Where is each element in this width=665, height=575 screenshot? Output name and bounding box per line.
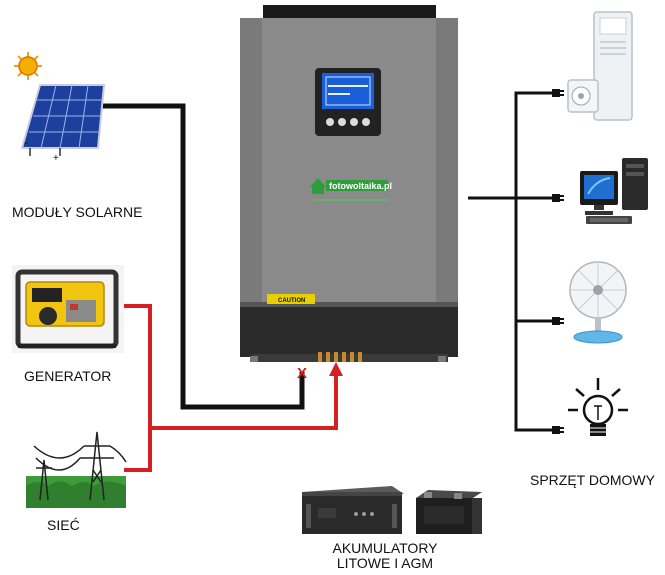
dc-wire-solar	[96, 103, 305, 410]
brand-logo: fotowoltaika.pl	[310, 178, 392, 201]
solar-panel-icon: - +	[20, 84, 106, 164]
ac-output-wiring	[468, 91, 556, 432]
battery-box-icon	[416, 490, 482, 534]
label-solar-modules: MODUŁY SOLARNE	[12, 204, 143, 220]
label-batteries-line2: LITOWE I AGM	[336, 555, 434, 571]
svg-text:fotowoltaika.pl: fotowoltaika.pl	[329, 181, 392, 191]
caution-label: CAUTION	[267, 294, 315, 304]
label-home-appliances: SPRZĘT DOMOWY	[530, 472, 655, 488]
label-batteries: AKUMULATORY LITOWE I AGM	[318, 541, 452, 571]
plug-icon	[552, 89, 564, 434]
computer-icon	[580, 158, 648, 224]
power-tower-icon	[26, 431, 127, 508]
battery-rack-icon	[302, 486, 404, 534]
label-grid: SIEĆ	[47, 517, 80, 533]
fan-icon	[569, 261, 627, 344]
svg-text:X: X	[297, 365, 307, 382]
ac-arrow-head	[329, 362, 343, 376]
generator-icon	[12, 265, 124, 353]
inverter-icon: fotowoltaika.pl CAUTION	[240, 5, 458, 362]
svg-text:-: -	[24, 135, 28, 149]
label-generator: GENERATOR	[24, 368, 112, 384]
label-batteries-line1: AKUMULATORY	[332, 540, 438, 556]
sun-icon	[14, 52, 42, 80]
light-bulb-icon	[568, 378, 628, 436]
air-conditioner-icon	[567, 11, 633, 121]
ac-wire-generator-grid	[124, 304, 338, 472]
svg-text:CAUTION: CAUTION	[278, 298, 305, 304]
svg-text:+: +	[53, 153, 59, 164]
input-x-mark: X	[297, 365, 307, 382]
